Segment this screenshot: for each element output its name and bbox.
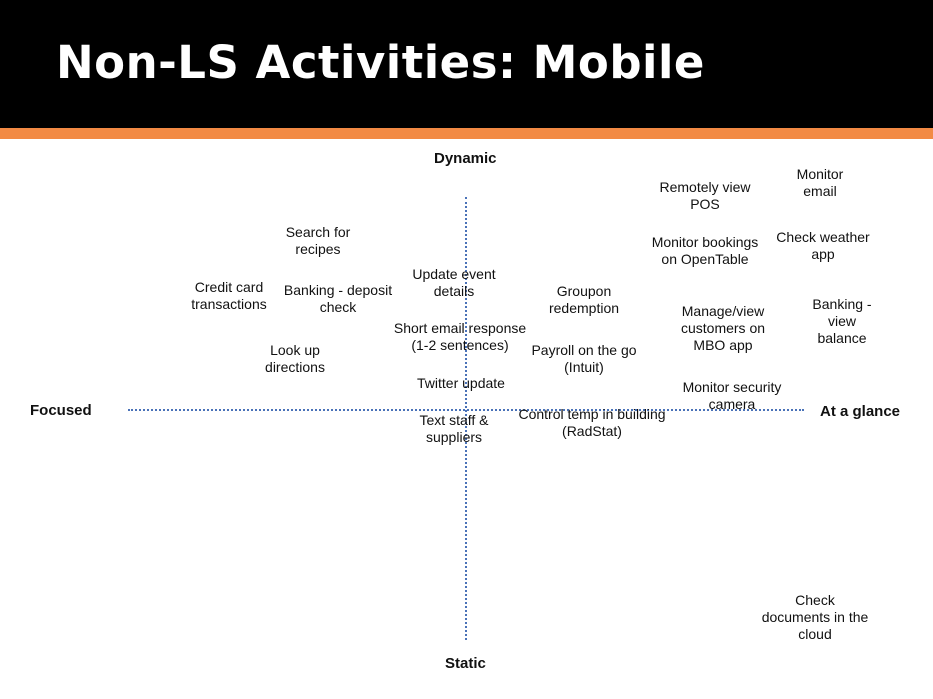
activity-search-recipes: Search for recipes bbox=[285, 224, 351, 257]
axis-label-at-a-glance: At a glance bbox=[820, 403, 901, 420]
axis-label-focused: Focused bbox=[30, 402, 92, 419]
axis-label-dynamic: Dynamic bbox=[434, 150, 497, 167]
page-title: Non-LS Activities: Mobile bbox=[56, 36, 705, 89]
activity-twitter-update: Twitter update bbox=[417, 375, 505, 391]
activity-update-event: Update event details bbox=[412, 266, 496, 299]
activity-banking-view-balance: Banking - view balance bbox=[812, 296, 872, 346]
activity-check-documents: Check documents in the cloud bbox=[761, 592, 869, 642]
activity-monitor-security: Monitor security camera bbox=[682, 379, 782, 412]
activity-short-email: Short email response (1-2 sentences) bbox=[393, 320, 527, 353]
activity-remotely-view-pos: Remotely view POS bbox=[659, 179, 751, 212]
vertical-axis bbox=[465, 197, 467, 640]
activity-monitor-bookings: Monitor bookings on OpenTable bbox=[651, 234, 759, 267]
activity-groupon: Groupon redemption bbox=[548, 283, 620, 316]
activity-look-up-directions: Look up directions bbox=[265, 342, 325, 375]
activity-text-staff: Text staff & suppliers bbox=[419, 412, 489, 445]
accent-stripe bbox=[0, 128, 933, 139]
activity-check-weather: Check weather app bbox=[776, 229, 870, 262]
activity-control-temp: Control temp in building (RadStat) bbox=[518, 406, 666, 439]
activity-credit-card: Credit card transactions bbox=[191, 279, 267, 312]
axis-label-static: Static bbox=[445, 655, 486, 672]
activity-monitor-email: Monitor email bbox=[796, 166, 844, 199]
activity-banking-deposit: Banking - deposit check bbox=[283, 282, 393, 315]
header-bar: Non-LS Activities: Mobile bbox=[0, 0, 933, 128]
activity-manage-customers: Manage/view customers on MBO app bbox=[680, 303, 766, 353]
activity-payroll: Payroll on the go (Intuit) bbox=[531, 342, 637, 375]
